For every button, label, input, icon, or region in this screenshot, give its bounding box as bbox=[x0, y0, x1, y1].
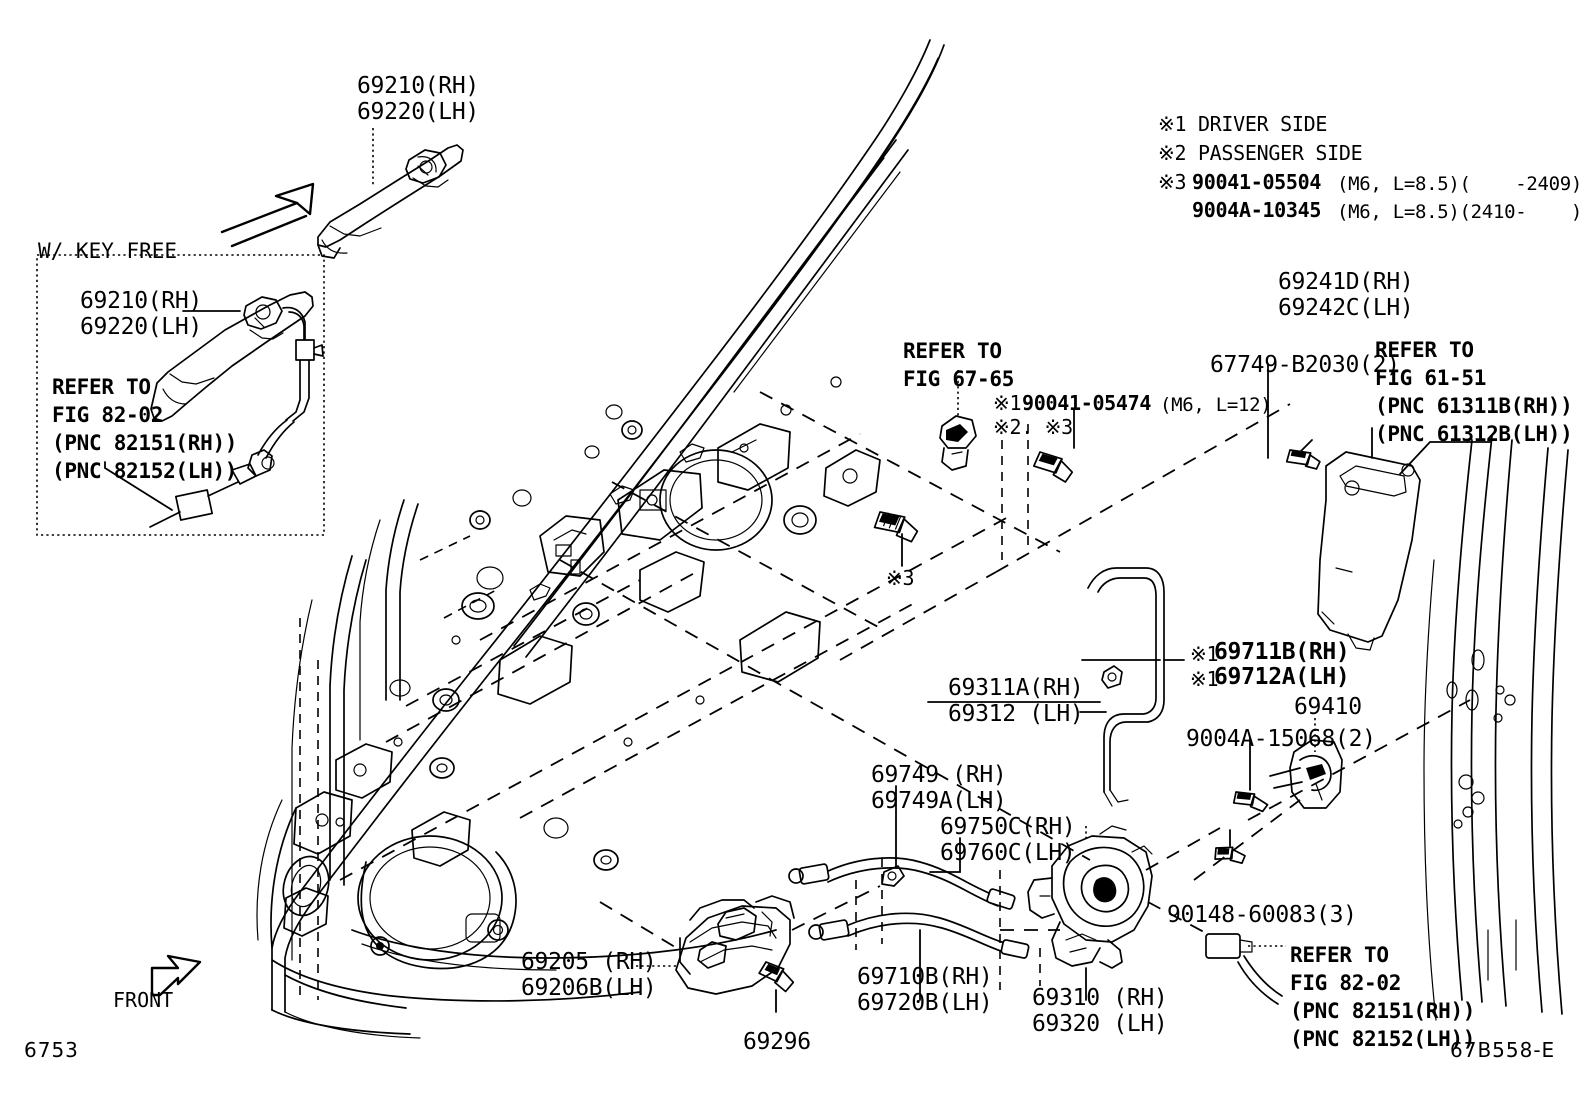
front-label: FRONT bbox=[113, 988, 174, 1012]
inset-part-rh: 69210(RH) bbox=[80, 288, 202, 314]
label-refer-8202-line-3: (PNC 82151(RH)) bbox=[1290, 999, 1476, 1023]
label-outside-handle-lh: 69220(LH) bbox=[357, 99, 479, 125]
inset-refer-line-4: (PNC 82152(LH)) bbox=[52, 459, 238, 483]
label-cable2-lh: 69760C(LH) bbox=[940, 840, 1076, 866]
label-link-lh: 69720B(LH) bbox=[857, 990, 993, 1016]
label-refer-8202-line-4: (PNC 82152(LH)) bbox=[1290, 1027, 1476, 1051]
label-rod-lh: 69712A(LH) bbox=[1214, 664, 1350, 690]
inset-refer-line-2: FIG 82-02 bbox=[52, 403, 164, 427]
note-3-part-b: 9004A-10345 bbox=[1192, 198, 1322, 222]
label-screw-15068: 9004A-15068(2) bbox=[1186, 726, 1376, 752]
label-refer-6765-line-2: FIG 67-65 bbox=[903, 367, 1015, 391]
note-passenger-side: ※2 PASSENGER SIDE bbox=[1158, 141, 1363, 165]
label-bracket-lh: 69242C(LH) bbox=[1278, 295, 1414, 321]
label-bolt-05474-marks2: ※2. ※3 bbox=[993, 415, 1073, 439]
inset-refer-line-1: REFER TO bbox=[52, 375, 151, 399]
label-refer-6151-line-3: (PNC 61311B(RH)) bbox=[1375, 394, 1573, 418]
label-refer-6151-line-4: (PNC 61312B(LH)) bbox=[1375, 422, 1573, 446]
inset-part-lh: 69220(LH) bbox=[80, 314, 202, 340]
body-side-pillar bbox=[1423, 435, 1569, 1021]
label-bolt-star3: ※3 bbox=[886, 566, 915, 590]
label-inside-handle-rh: 69205 (RH) bbox=[521, 949, 657, 975]
note-driver-side: ※1 DRIVER SIDE bbox=[1158, 112, 1328, 136]
note-3-part-a: 90041-05504 bbox=[1192, 170, 1322, 194]
page-code: 6753 bbox=[24, 1038, 79, 1062]
label-refer-6151-line-2: FIG 61-51 bbox=[1375, 366, 1487, 390]
label-bolt-05474-mark: ※1 bbox=[993, 391, 1022, 415]
label-lock-rh: 69311A(RH) bbox=[948, 675, 1084, 701]
label-bolt-05474-spec: (M6, L=12) bbox=[1160, 394, 1272, 416]
label-refer-6151-line-1: REFER TO bbox=[1375, 338, 1474, 362]
inset-title: W/ KEY FREE bbox=[38, 239, 178, 263]
note-3-spec-b: (M6, L=8.5)(2410- ) bbox=[1337, 201, 1583, 223]
label-link-rh: 69710B(RH) bbox=[857, 964, 993, 990]
label-rod-mark-rh: ※1 bbox=[1190, 642, 1219, 666]
label-cable-rh: 69749 (RH) bbox=[871, 762, 1007, 788]
label-screw-69296: 69296 bbox=[743, 1029, 811, 1055]
label-latch-rh: 69310 (RH) bbox=[1032, 985, 1168, 1011]
label-bracket-rh: 69241D(RH) bbox=[1278, 269, 1414, 295]
door-panel-assembly bbox=[256, 39, 1091, 1039]
inset-refer-line-3: (PNC 82151(RH)) bbox=[52, 431, 238, 455]
label-refer-6765-line-1: REFER TO bbox=[903, 339, 1002, 363]
label-cable-lh: 69749A(LH) bbox=[871, 788, 1007, 814]
label-cable2-rh: 69750C(RH) bbox=[940, 814, 1076, 840]
label-screw-90148: 90148-60083(3) bbox=[1167, 902, 1357, 928]
note-3-spec-a: (M6, L=8.5)( -2409) bbox=[1337, 173, 1583, 195]
label-latch-lh: 69320 (LH) bbox=[1032, 1011, 1168, 1037]
label-inside-handle-lh: 69206B(LH) bbox=[521, 975, 657, 1001]
label-refer-8202-line-1: REFER TO bbox=[1290, 943, 1389, 967]
label-striker: 69410 bbox=[1294, 694, 1362, 720]
outside-door-handle bbox=[220, 128, 464, 259]
label-bolt-05474: 90041-05474 bbox=[1022, 391, 1152, 415]
note-3-mark: ※3 bbox=[1158, 170, 1187, 194]
label-rod-mark-lh: ※1 bbox=[1190, 667, 1219, 691]
label-clip-67749: 67749-B2030(2) bbox=[1210, 352, 1400, 378]
label-rod-rh: 69711B(RH) bbox=[1214, 639, 1350, 665]
label-outside-handle-rh: 69210(RH) bbox=[357, 73, 479, 99]
figure-code: 67B558-E bbox=[1450, 1038, 1556, 1062]
label-lock-lh: 69312 (LH) bbox=[948, 701, 1084, 727]
label-refer-8202-line-2: FIG 82-02 bbox=[1290, 971, 1402, 995]
